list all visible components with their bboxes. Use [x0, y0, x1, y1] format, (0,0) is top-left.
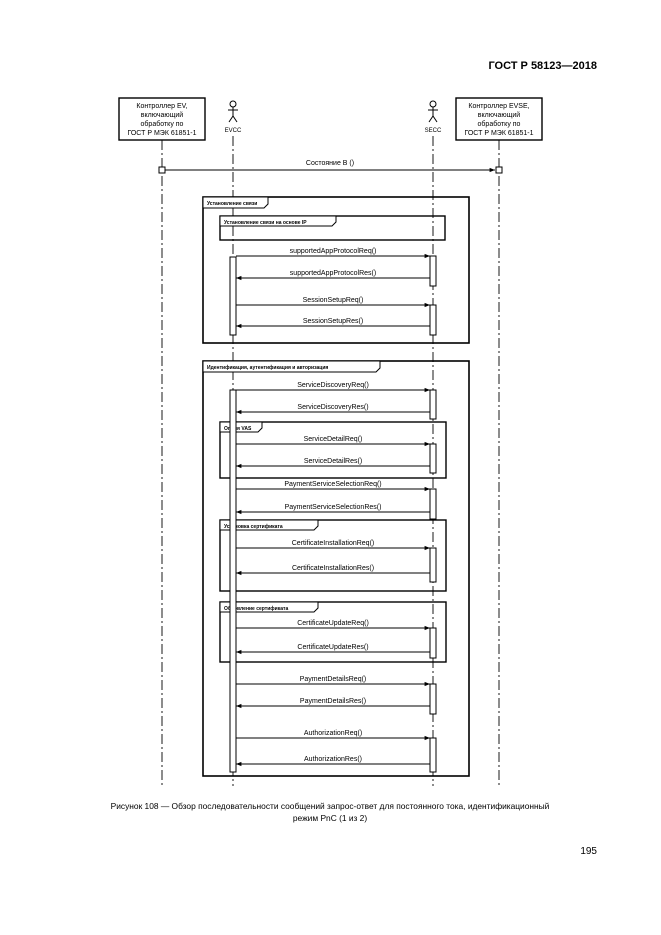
secc-activation-bar	[429, 737, 437, 773]
secc-activation-bar	[429, 389, 437, 420]
message-label: ServiceDetailReq()	[304, 436, 363, 443]
message-label: PaymentServiceSelectionRes()	[285, 504, 382, 511]
message-label: PaymentDetailsReq()	[300, 676, 367, 683]
auth-frame: Идентификация, аутентификация и авториза…	[202, 360, 470, 777]
cert-update-label: Обновление сертификата	[224, 605, 288, 612]
message-label: AuthorizationRes()	[304, 756, 362, 763]
message-label: CertificateInstallationReq()	[292, 540, 374, 547]
session-setup-label: Установление связи	[207, 201, 257, 207]
state-b-message: Состояние B ()	[158, 160, 503, 174]
message-label: PaymentServiceSelectionReq()	[284, 481, 381, 488]
message-label: ServiceDiscoveryRes()	[297, 404, 368, 411]
secc-activation-bar	[429, 488, 437, 520]
evcc-activation-bar	[229, 256, 237, 336]
cert-update-frame: Обновление сертификата	[219, 601, 447, 663]
evse-line-2: включающий	[478, 111, 521, 119]
ip-connection-label: Установление связи на основе IP	[224, 220, 307, 226]
optional-vas-label: Опция VAS	[224, 426, 252, 432]
evse-line-1: Контроллер EVSE,	[468, 103, 529, 110]
evse-line-3: обработку по	[478, 120, 521, 128]
secc-activation-bar	[429, 627, 437, 659]
evcc-label: EVCC	[225, 128, 242, 134]
page-number: 195	[580, 846, 597, 857]
caption-line-2: режим PnC (1 из 2)	[292, 813, 368, 823]
optional-vas-frame: Опция VAS	[219, 421, 447, 479]
message-label: supportedAppProtocolRes()	[290, 270, 376, 277]
cert-install-label: Установка сертификата	[224, 523, 283, 530]
figure-caption: Рисунок 108 — Обзор последовательности с…	[40, 800, 620, 824]
message-label: SessionSetupReq()	[303, 297, 364, 304]
secc-activation-bar	[429, 304, 437, 336]
message-label: CertificateUpdateReq()	[297, 620, 369, 627]
message-label: CertificateInstallationRes()	[292, 565, 374, 572]
evse-line-4: ГОСТ Р МЭК 61851-1	[464, 130, 533, 137]
message-label: PaymentDetailsRes()	[300, 698, 366, 705]
message-label: ServiceDetailRes()	[304, 458, 362, 465]
ev-line-3: обработку по	[141, 120, 184, 128]
session-setup-frame: Установление связи	[202, 196, 470, 344]
evse-controller-actor: Контроллер EVSE, включающий обработку по…	[455, 97, 543, 141]
secc-activation-bar	[429, 547, 437, 583]
secc-activation-bar	[429, 255, 437, 287]
ev-line-1: Контроллер EV,	[136, 103, 187, 110]
state-b-label: Состояние B ()	[306, 160, 354, 167]
message-label: ServiceDiscoveryReq()	[297, 382, 369, 389]
document-id: ГОСТ Р 58123—2018	[488, 60, 597, 72]
evcc-actor-icon	[228, 100, 238, 123]
message-label: supportedAppProtocolReq()	[290, 248, 377, 255]
ev-line-2: включающий	[141, 111, 184, 119]
ev-line-4: ГОСТ Р МЭК 61851-1	[127, 130, 196, 137]
secc-activation-bar	[429, 443, 437, 474]
ip-connection-frame: Установление связи на основе IP	[219, 215, 446, 241]
evcc-activation-bar	[229, 389, 237, 773]
secc-activation-bar	[429, 683, 437, 715]
ev-controller-actor: Контроллер EV, включающий обработку по Г…	[118, 97, 206, 141]
secc-label: SECC	[425, 128, 442, 134]
message-label: SessionSetupRes()	[303, 318, 363, 325]
caption-line-1: Рисунок 108 — Обзор последовательности с…	[110, 801, 550, 811]
message-label: CertificateUpdateRes()	[297, 644, 368, 651]
secc-actor-icon	[428, 100, 438, 123]
cert-install-frame: Установка сертификата	[219, 519, 447, 592]
message-label: AuthorizationReq()	[304, 730, 362, 737]
auth-frame-label: Идентификация, аутентификация и авториза…	[207, 364, 328, 371]
